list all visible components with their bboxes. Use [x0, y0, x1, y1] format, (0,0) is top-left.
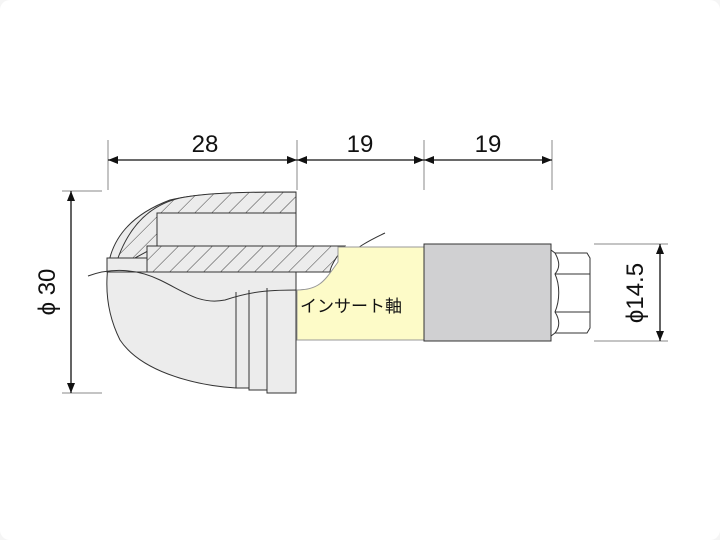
outer-diameter-dimension — [62, 190, 102, 394]
dimension-28: 28 — [192, 131, 219, 158]
hex-nut — [550, 249, 591, 337]
top-extension-lines — [107, 140, 553, 190]
shaft-diameter-dimension — [594, 243, 668, 342]
cap-body — [106, 191, 297, 394]
dimension-19-second: 19 — [475, 131, 502, 158]
insert-shaft-label: インサート軸 — [300, 297, 402, 317]
cap-rim — [106, 257, 148, 273]
insert-shaft — [296, 246, 425, 341]
outer-diameter-label: ϕ 30 — [34, 269, 61, 316]
hatched-section-lower — [146, 245, 347, 273]
cap-grooves — [235, 288, 268, 390]
dimension-19-first: 19 — [347, 131, 374, 158]
shaft-diameter-label: ϕ14.5 — [622, 263, 649, 323]
sleeve — [423, 243, 552, 342]
